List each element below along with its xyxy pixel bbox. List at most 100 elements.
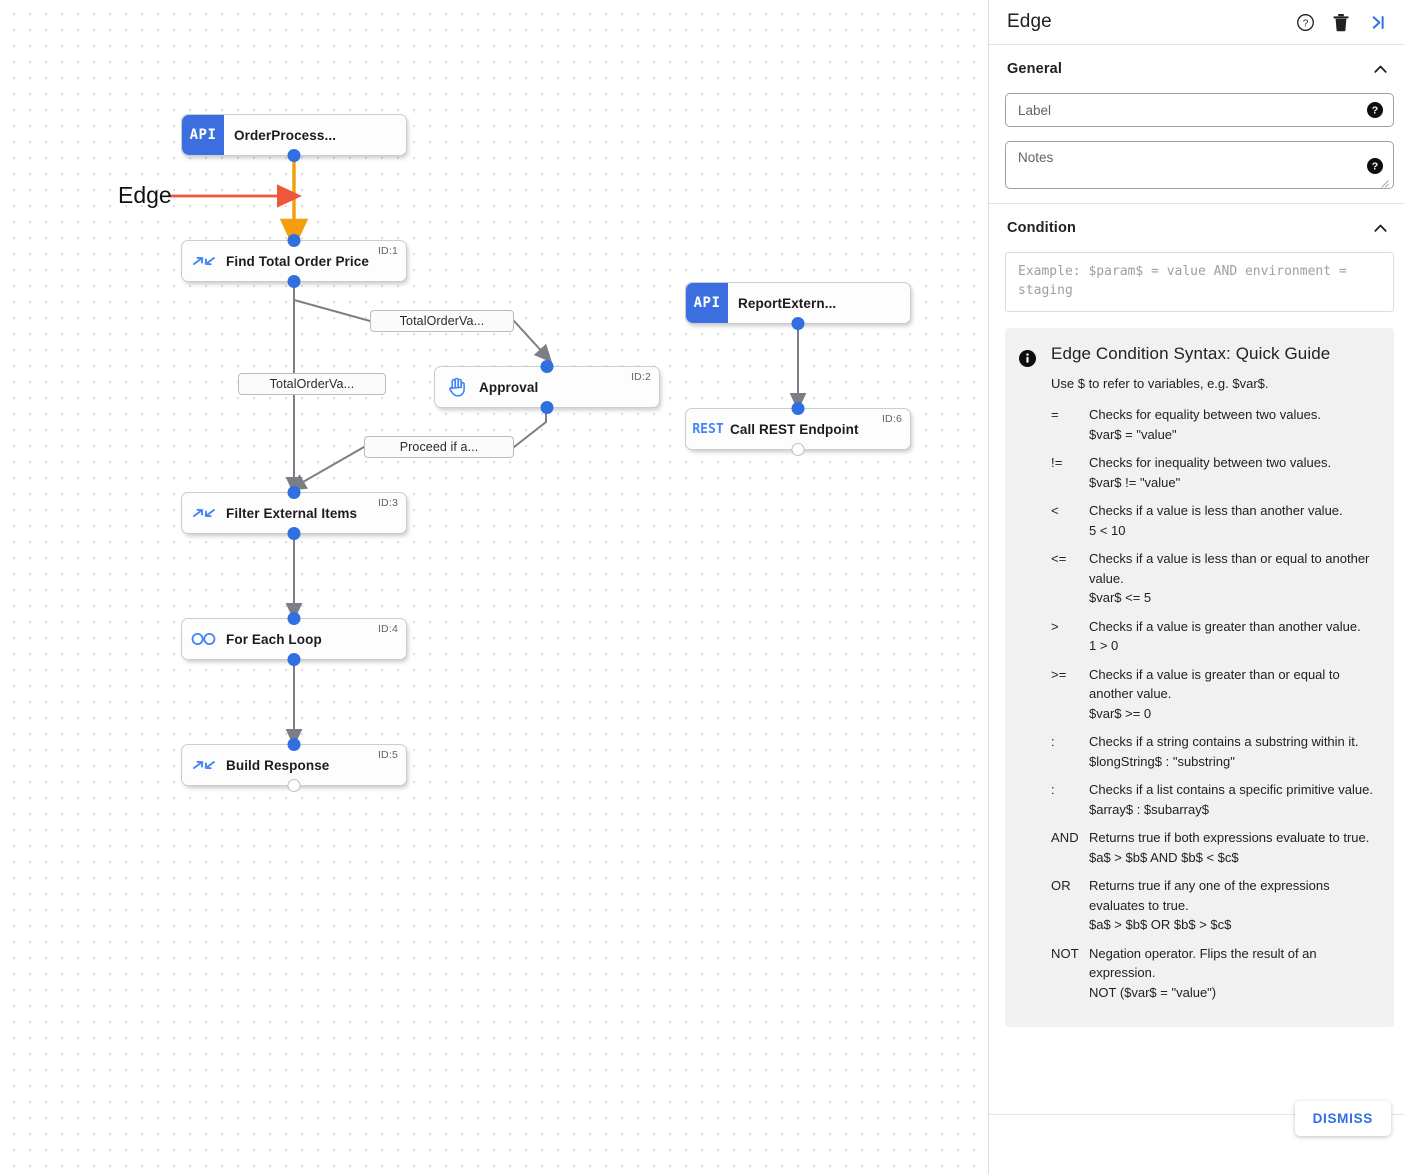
panel-body: General Label ? (989, 45, 1405, 1114)
infinity-loop-icon (182, 632, 226, 646)
edge-label-text: TotalOrderVa... (269, 377, 355, 391)
node-input-port[interactable] (287, 234, 301, 247)
node-output-port[interactable] (540, 401, 554, 414)
node-input-port[interactable] (540, 360, 554, 373)
guide-subtitle: Use $ to refer to variables, e.g. $var$. (1051, 376, 1269, 391)
guide-operator-row: <= Checks if a value is less than or equa… (1051, 549, 1378, 608)
panel-title: Edge (1007, 11, 1052, 32)
condition-input[interactable]: Example: $param$ = value AND environment… (1005, 252, 1394, 312)
guide-operator-row: > Checks if a value is greater than anoth… (1051, 617, 1378, 656)
flow-canvas[interactable]: Edge API OrderProcess... (0, 0, 988, 1174)
section-general: General Label ? (989, 45, 1405, 189)
node-filter-external-items[interactable]: Filter External Items ID:3 (181, 486, 407, 540)
guide-operator-symbol: >= (1051, 666, 1067, 682)
guide-operator-example: $var$ != "value" (1089, 474, 1181, 490)
trash-icon[interactable] (1327, 8, 1355, 36)
edge-label-text: TotalOrderVa... (399, 314, 485, 328)
label-field[interactable]: Label ? (1005, 93, 1394, 127)
section-divider (989, 203, 1405, 204)
guide-operator-symbol: != (1051, 455, 1063, 470)
guide-title: Edge Condition Syntax: Quick Guide (1051, 344, 1331, 363)
guide-operator-description: Negation operator. Flips the result of a… (1089, 944, 1378, 1003)
guide-operator-symbol: > (1051, 618, 1059, 634)
node-input-port[interactable] (287, 738, 301, 751)
chevron-up-icon[interactable] (1369, 217, 1391, 239)
dismiss-button[interactable]: DISMISS (1294, 1101, 1391, 1136)
collapse-panel-icon[interactable] (1363, 8, 1391, 36)
node-title: ReportExtern... (738, 295, 837, 311)
edge-label-chip[interactable]: TotalOrderVa... (370, 310, 514, 332)
notes-field[interactable]: Notes ? (1005, 141, 1394, 189)
node-input-port[interactable] (287, 612, 301, 625)
edge-label-text: Proceed if a... (399, 440, 479, 454)
guide-operator-description: Checks if a list contains a specific pri… (1089, 780, 1378, 819)
label-help-icon[interactable]: ? (1367, 102, 1383, 118)
api-badge-icon: API (182, 115, 224, 155)
help-circle-icon[interactable]: ? (1291, 8, 1319, 36)
section-general-header[interactable]: General (1003, 45, 1391, 93)
guide-operator-description: Checks for equality between two values.$… (1089, 405, 1378, 444)
node-output-port[interactable] (287, 653, 301, 666)
guide-operator-row: NOT Negation operator. Flips the result o… (1051, 944, 1378, 1003)
section-condition: Condition Example: $param$ = value AND e… (989, 204, 1405, 1027)
notes-resize-handle[interactable] (1380, 176, 1390, 188)
guide-operator-symbol: < (1051, 503, 1059, 518)
node-output-port[interactable] (287, 149, 301, 162)
annotation-label: Edge (118, 182, 172, 208)
guide-operator-description: Checks if a value is greater than or equ… (1089, 665, 1378, 724)
node-output-port[interactable] (791, 443, 805, 456)
node-call-rest-endpoint[interactable]: REST Call REST Endpoint ID:6 (685, 402, 911, 456)
node-id-badge: ID:4 (377, 623, 398, 635)
node-title: Filter External Items (226, 505, 358, 521)
node-input-port[interactable] (287, 486, 301, 499)
node-title: OrderProcess... (234, 127, 337, 143)
chevron-up-icon[interactable] (1369, 58, 1391, 80)
node-id-badge: ID:5 (377, 749, 398, 761)
node-build-response[interactable]: Build Response ID:5 (181, 738, 407, 792)
guide-operator-description-text: Checks if a string contains a substring … (1089, 734, 1359, 749)
guide-operator-row: :Checks if a string contains a substring… (1051, 732, 1378, 771)
node-order-process[interactable]: API OrderProcess... (181, 114, 407, 162)
guide-operator-description: Returns true if any one of the expressio… (1089, 876, 1378, 935)
panel-header: Edge ? (989, 0, 1405, 45)
rest-badge-icon: REST (686, 422, 730, 437)
guide-operator-description: Checks if a value is less than or equal … (1089, 549, 1378, 608)
node-output-port[interactable] (287, 275, 301, 288)
guide-operator-description-text: Returns true if both expressions evaluat… (1089, 830, 1370, 845)
svg-text:?: ? (1372, 105, 1378, 117)
node-for-each-loop[interactable]: For Each Loop ID:4 (181, 612, 407, 666)
notes-help-icon[interactable]: ? (1367, 158, 1383, 174)
api-badge-icon: API (686, 283, 728, 323)
svg-text:?: ? (1372, 161, 1378, 173)
rest-badge-text: REST (692, 421, 724, 437)
node-id-badge: ID:1 (377, 245, 398, 257)
node-input-port[interactable] (791, 402, 805, 415)
guide-operator-symbol: = (1051, 407, 1059, 422)
guide-operator-symbol: : (1051, 782, 1055, 797)
node-find-total-order-price[interactable]: Find Total Order Price ID:1 (181, 234, 407, 288)
guide-operator-description: Checks if a string contains a substring … (1089, 732, 1378, 771)
section-general-title: General (1007, 61, 1063, 77)
guide-operator-description: Checks if a value is greater than anothe… (1089, 617, 1378, 656)
guide-operator-row: != Checks for inequality between two valu… (1051, 453, 1378, 492)
guide-operator-description-text: Checks if a value is greater than anothe… (1089, 618, 1361, 634)
edge-label-chip[interactable]: TotalOrderVa... (238, 373, 386, 395)
info-icon (1019, 344, 1037, 1011)
edge-label-chip[interactable]: Proceed if a... (364, 436, 514, 458)
node-id-badge: ID:2 (630, 371, 651, 383)
guide-operator-description-text: Checks for inequality between two values… (1089, 455, 1332, 470)
guide-operator-symbol: AND (1051, 830, 1079, 845)
node-output-port[interactable] (791, 317, 805, 330)
guide-operator-symbol: <= (1051, 551, 1067, 566)
node-output-port[interactable] (287, 527, 301, 540)
node-report-extern[interactable]: API ReportExtern... (685, 282, 911, 330)
node-id-badge: ID:6 (881, 413, 902, 425)
node-output-port[interactable] (287, 779, 301, 792)
node-approval[interactable]: Approval ID:2 (434, 360, 660, 414)
guide-operator-description: Returns true if both expressions evaluat… (1089, 828, 1378, 867)
condition-syntax-guide: Edge Condition Syntax: Quick Guide Use $… (1005, 328, 1394, 1027)
compress-arrows-icon (182, 253, 226, 269)
section-condition-header[interactable]: Condition (1003, 204, 1391, 252)
guide-operator-symbol: NOT (1051, 945, 1079, 961)
